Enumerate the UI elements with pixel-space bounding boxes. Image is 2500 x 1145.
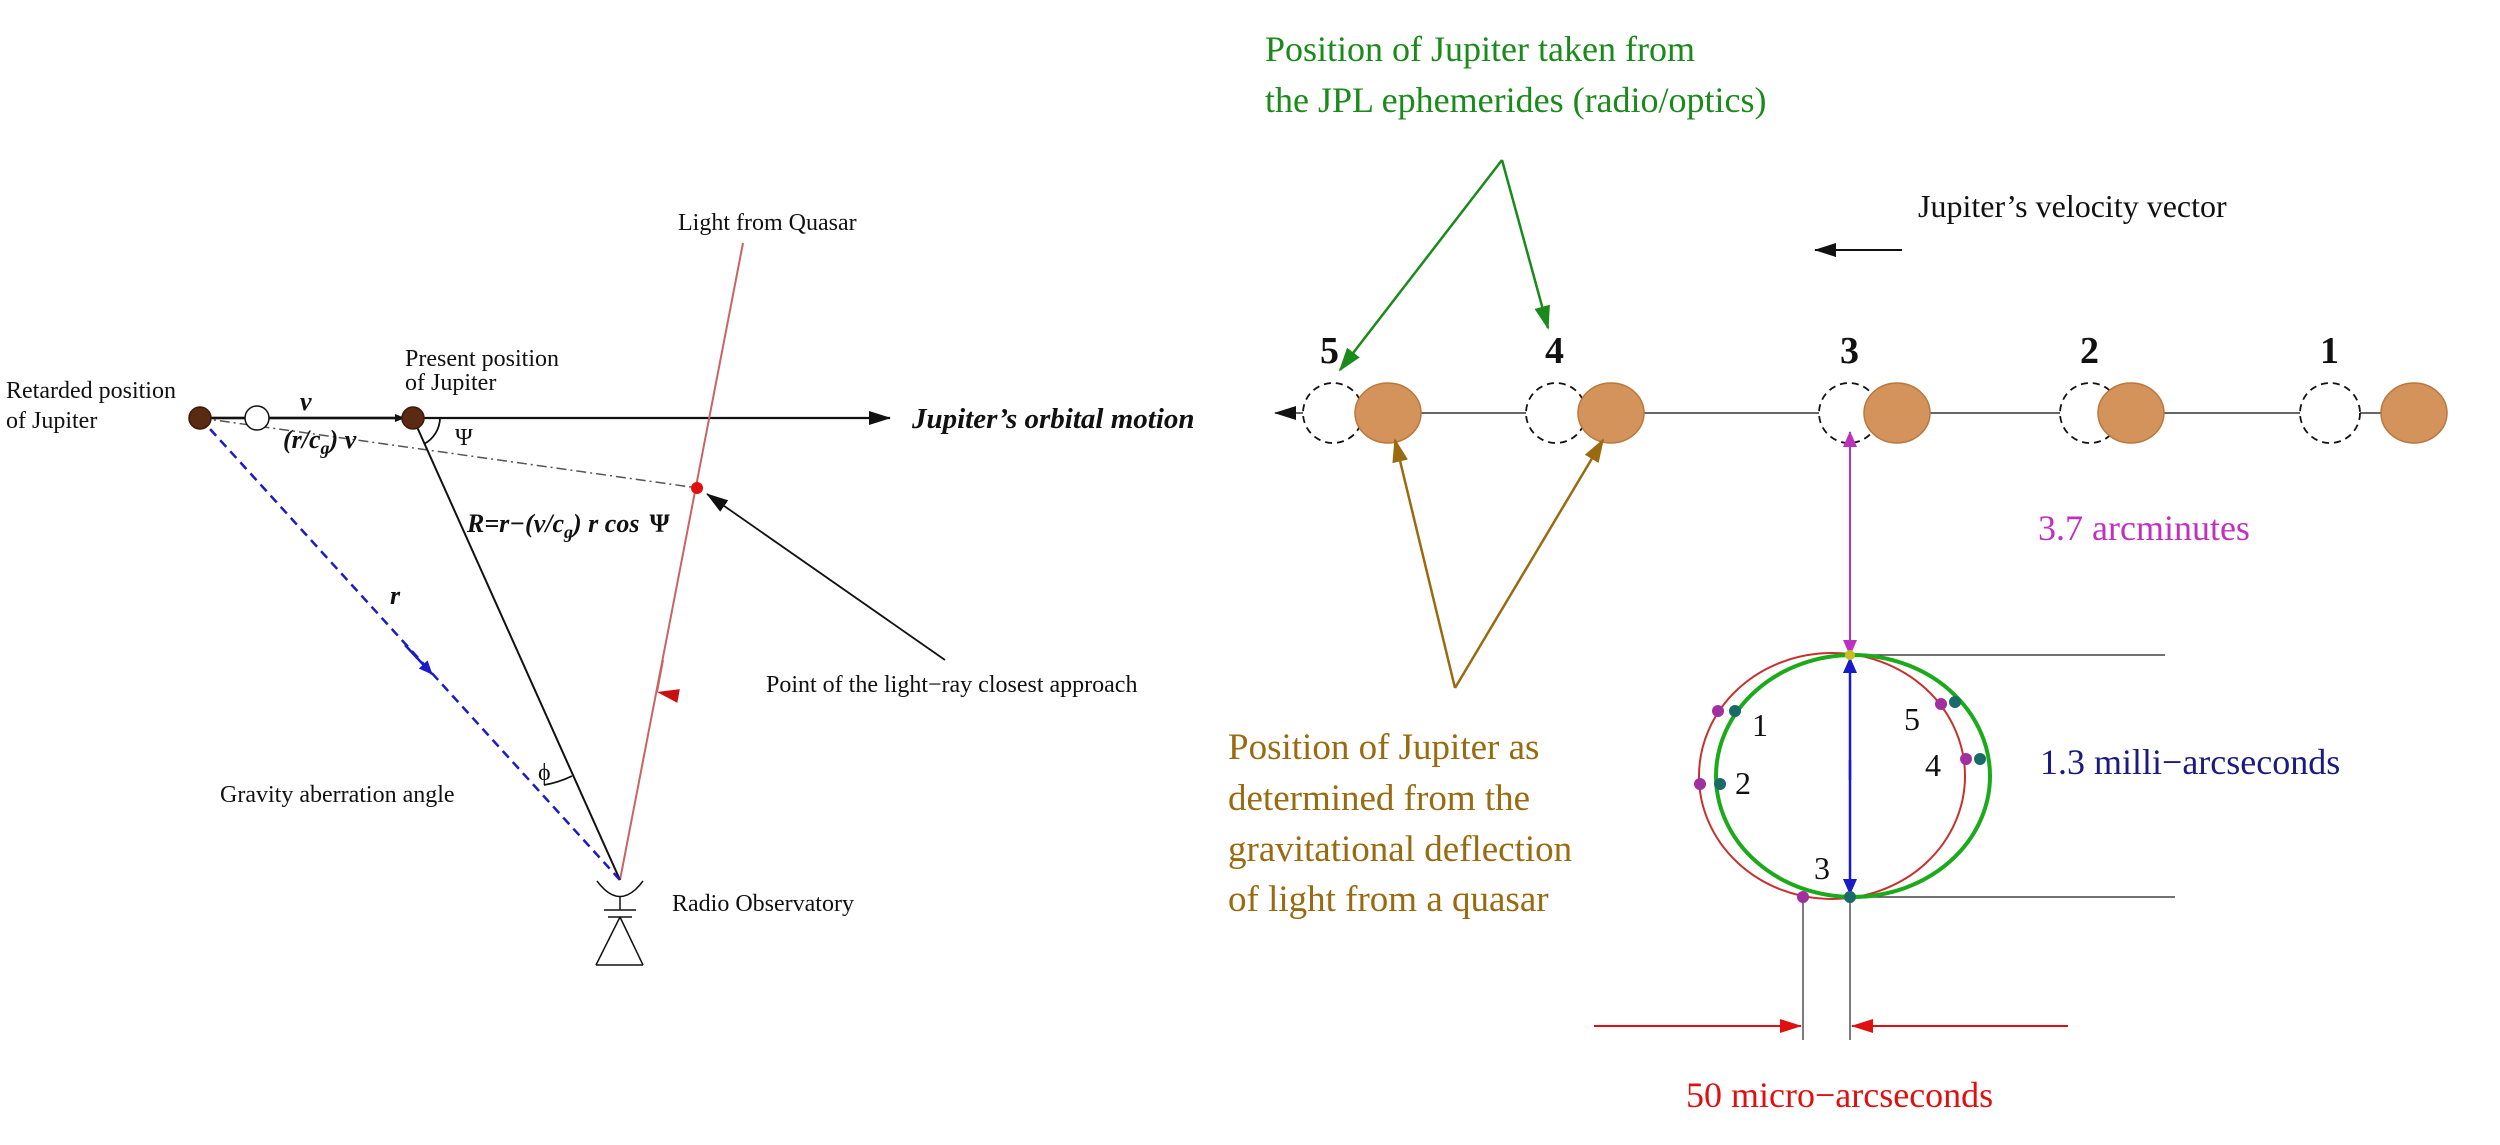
quasar-light-ray: [619, 242, 744, 881]
position-number-1: 1: [2320, 330, 2339, 372]
deflection-position-label-line4: of light from a quasar: [1228, 879, 1549, 920]
deflection-position-label-line1: Position of Jupiter as: [1228, 727, 1539, 768]
marker-1-green: [1729, 705, 1741, 717]
position-number-3: 3: [1840, 330, 1859, 372]
deflection-arrow-to-5: [1392, 438, 1457, 689]
displacement-dashed-line: [199, 417, 699, 489]
arcminutes-label: 3.7 arcminutes: [2038, 508, 2250, 548]
ephemeris-circle-1: [2299, 382, 2361, 444]
light-from-quasar-label: Light from Quasar: [678, 210, 857, 236]
present-jupiter-dot: [401, 406, 425, 430]
marker-3-red: [1797, 891, 1809, 903]
deflection-position-label-line2: determined from the: [1228, 778, 1530, 819]
present-position-label-line1: Present position: [405, 346, 559, 372]
r-distance-label: r: [390, 581, 401, 610]
marker-2-green: [1714, 778, 1726, 790]
marker-3-green: [1844, 891, 1856, 903]
marker-5-red: [1935, 698, 1947, 710]
jupiter-disk-2: [2097, 382, 2165, 444]
closest-approach-label: Point of the light−ray closest approach: [766, 672, 1137, 698]
position-number-5: 5: [1320, 330, 1339, 372]
present-position-label-line2: of Jupiter: [405, 370, 496, 396]
ellipse-label-4: 4: [1925, 747, 1941, 783]
marker-1-red: [1712, 705, 1724, 717]
position-number-2: 2: [2080, 330, 2099, 372]
velocity-vector-label: Jupiter’s velocity vector: [1918, 188, 2227, 224]
intermediate-position-circle: [244, 405, 270, 431]
ellipse-label-3: 3: [1814, 850, 1830, 886]
marker-5-green: [1949, 696, 1961, 708]
radio-observatory-label: Radio Observatory: [672, 891, 854, 917]
quasar-ray-arrow: [656, 659, 680, 703]
ellipse-label-1: 1: [1752, 707, 1768, 743]
marker-4-red: [1960, 753, 1972, 765]
marker-2-red: [1694, 778, 1706, 790]
closest-approach-point: [691, 482, 703, 494]
phi-angle-arc: [543, 775, 573, 786]
jupiter-disk-5: [1354, 382, 1422, 444]
retarded-jupiter-dot: [188, 406, 212, 430]
micro-arcseconds-label: 50 micro−arcseconds: [1686, 1075, 1993, 1115]
jupiter-positions: [1354, 382, 2448, 444]
jpl-arrow-to-4: [1500, 159, 1550, 330]
jupiter-disk-4: [1577, 382, 1645, 444]
jpl-position-label-line1: Position of Jupiter taken from: [1265, 29, 1695, 69]
closest-approach-pointer: [706, 493, 946, 661]
retarded-position-label-line2: of Jupiter: [6, 408, 97, 434]
deflection-ellipse-green: [1714, 653, 1992, 899]
gravity-aberration-label: Gravity aberration angle: [220, 782, 455, 808]
ephemeris-circle-5: [1302, 382, 1364, 444]
jupiter-disk-1: [2380, 382, 2448, 444]
ellipse-label-2: 2: [1735, 765, 1751, 801]
radio-observatory-icon: [595, 880, 644, 966]
jpl-position-label-line2: the JPL ephemerides (radio/optics): [1265, 80, 1767, 120]
delay-displacement-label: (r/cg) v: [283, 425, 357, 458]
marker-4-green: [1974, 753, 1986, 765]
retarded-position-label-line1: Retarded position: [6, 378, 176, 404]
present-jupiter-to-observatory-line: [412, 417, 621, 881]
milli-arcseconds-label: 1.3 milli−arcseconds: [2040, 742, 2340, 782]
velocity-label: v: [300, 387, 312, 416]
deflection-position-label-line3: gravitational deflection: [1228, 829, 1572, 870]
r-direction-arrow: [404, 644, 433, 675]
deflection-arrow-to-4: [1453, 438, 1605, 689]
psi-angle-arc: [423, 417, 441, 445]
ephemeris-circle-4: [1525, 382, 1587, 444]
left-diagram: Retarded position of Jupiter Present pos…: [6, 210, 1195, 966]
psi-angle-label: Ψ: [455, 425, 473, 451]
ephemeris-ellipse-red: [1698, 652, 1966, 900]
position-number-4: 4: [1545, 330, 1564, 372]
orbital-motion-label: Jupiter’s orbital motion: [911, 403, 1195, 435]
ellipse-label-5: 5: [1904, 701, 1920, 737]
ellipse-position-markers: [1694, 650, 1986, 903]
jupiter-disk-3: [1863, 382, 1931, 444]
phi-angle-label: ϕ: [538, 760, 551, 786]
marker-top: [1845, 650, 1855, 660]
jpl-arrow-to-5: [1338, 159, 1503, 372]
right-diagram: Position of Jupiter taken from the JPL e…: [1228, 29, 2448, 1115]
